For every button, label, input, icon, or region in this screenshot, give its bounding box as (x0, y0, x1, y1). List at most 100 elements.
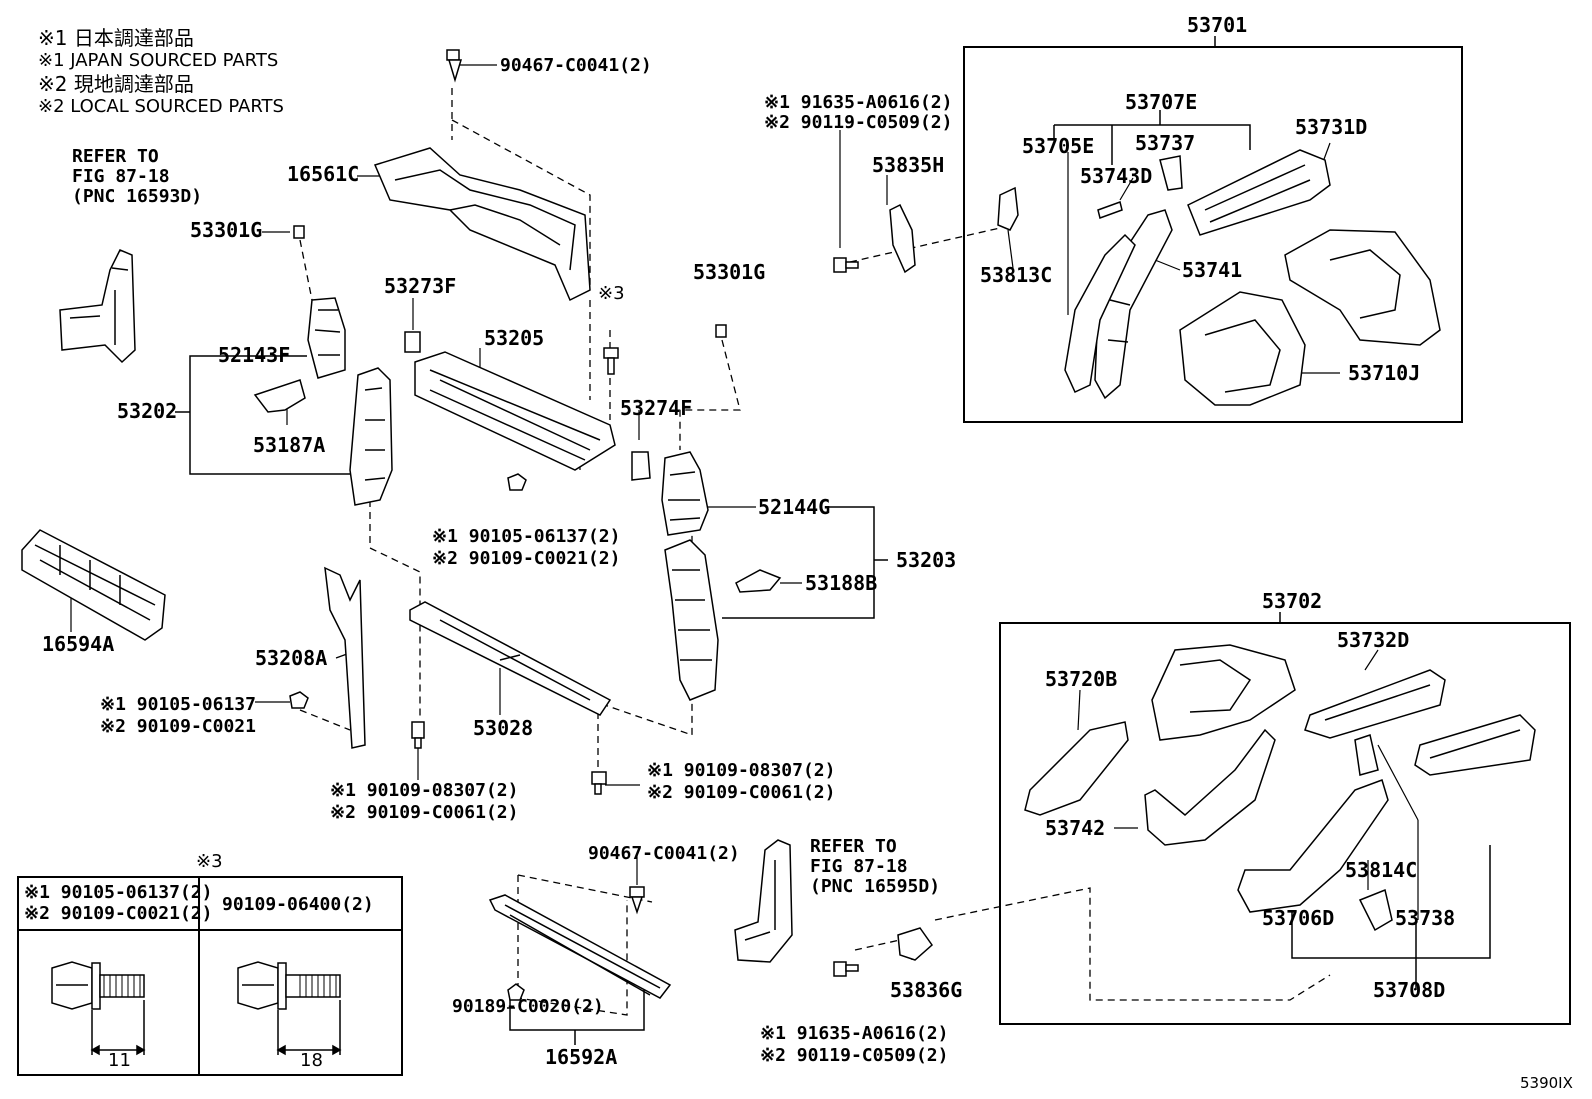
label-53705E: 53705E (1022, 134, 1095, 158)
label-53301G-right: 53301G (693, 260, 766, 284)
note-local-en: ※2 LOCAL SOURCED PARTS (38, 96, 284, 117)
part-90109-bolt-a-icon (411, 721, 425, 749)
part-53702-body-drawing (1151, 644, 1296, 741)
label-90109-left: ※2 90109-C0021 (100, 716, 256, 737)
part-53741-drawing (1064, 233, 1136, 393)
label-53274F: 53274F (620, 396, 693, 420)
part-53274F-icon (631, 451, 651, 481)
label-53814C: 53814C (1345, 858, 1418, 882)
refer-left-line2: FIG 87-18 (72, 166, 170, 187)
bolt-18-icon (237, 961, 342, 1056)
label-53732D: 53732D (1337, 628, 1410, 652)
part-refer-bottom-drawing (734, 839, 793, 963)
label-53731D: 53731D (1295, 115, 1368, 139)
part-53720B-drawing (1024, 721, 1129, 816)
bolt-table-right-part: 90109-06400(2) (222, 894, 374, 915)
part-53737-drawing (1159, 155, 1183, 191)
label-90109-c0061-a: ※2 90109-C0061(2) (330, 802, 519, 823)
label-52143F: 52143F (218, 343, 291, 367)
label-53187A: 53187A (253, 433, 326, 457)
label-53208A: 53208A (255, 646, 328, 670)
part-90105-left-bolt-icon (289, 691, 309, 709)
label-53743D: 53743D (1080, 164, 1153, 188)
part-90467-top-icon (446, 49, 463, 83)
figure-code: 5390IX (1520, 1074, 1573, 1092)
label-53702: 53702 (1262, 589, 1323, 613)
label-53202: 53202 (117, 399, 178, 423)
label-91635-top: ※1 91635-A0616(2) (764, 92, 953, 113)
refer-left-line1: REFER TO (72, 146, 159, 167)
part-53301G-left-icon (293, 225, 305, 239)
part-90189-bolt-icon (507, 983, 525, 1001)
part-90109-bolt-b-icon (591, 771, 607, 795)
part-16594A-drawing (21, 529, 166, 641)
group-box-53701 (963, 46, 1463, 423)
bolt-table (17, 876, 403, 1076)
part-53273F-icon (404, 331, 421, 353)
part-53738-drawing (1354, 714, 1536, 776)
part-91635-top-bolt-icon (833, 257, 859, 273)
label-90109-mid: ※2 90109-C0021(2) (432, 548, 621, 569)
bolt-11-icon (51, 961, 146, 1056)
group-box-53702 (999, 622, 1571, 1025)
label-star3-mid: ※3 (598, 283, 625, 304)
label-53205: 53205 (484, 326, 545, 350)
label-53737: 53737 (1135, 131, 1196, 155)
part-53836G-drawing (897, 927, 934, 961)
bolt-table-left-dim: 11 (108, 1050, 131, 1071)
label-90105-left: ※1 90105-06137 (100, 694, 256, 715)
part-53742-drawing (1144, 728, 1276, 846)
part-53202-drawing (349, 367, 393, 506)
part-53814C-drawing (1358, 888, 1393, 932)
label-53742: 53742 (1045, 816, 1106, 840)
label-91635-bottom: ※1 91635-A0616(2) (760, 1023, 949, 1044)
part-53710J-drawing (1179, 229, 1441, 406)
part-90467-bottom-icon (629, 886, 645, 915)
label-53203: 53203 (896, 548, 957, 572)
part-53813C-drawing (997, 186, 1019, 231)
refer-bottom-line2: FIG 87-18 (810, 856, 908, 877)
part-52144G-drawing (661, 451, 709, 536)
label-90119-top: ※2 90119-C0509(2) (764, 112, 953, 133)
label-53028: 53028 (473, 716, 534, 740)
label-53301G-left: 53301G (190, 218, 263, 242)
label-53835H: 53835H (872, 153, 945, 177)
label-53741: 53741 (1182, 258, 1243, 282)
note-local-jp: ※2 現地調達部品 (38, 72, 194, 96)
label-53738: 53738 (1395, 906, 1456, 930)
part-91635-bottom-bolt-icon (833, 961, 859, 977)
part-90105-mid-bolt-icon (507, 473, 527, 491)
bracket-53203 (722, 506, 888, 619)
label-53708D: 53708D (1373, 978, 1446, 1002)
label-53813C: 53813C (980, 263, 1053, 287)
label-90467-top: 90467-C0041(2) (500, 55, 652, 76)
label-53720B: 53720B (1045, 667, 1118, 691)
refer-bottom-line3: (PNC 16595D) (810, 876, 941, 897)
label-53188B: 53188B (805, 571, 878, 595)
label-90109-08307-b: ※1 90109-08307(2) (647, 760, 836, 781)
label-53273F: 53273F (384, 274, 457, 298)
label-90105-mid: ※1 90105-06137(2) (432, 526, 621, 547)
label-52144G: 52144G (758, 495, 831, 519)
label-53836G: 53836G (890, 978, 963, 1002)
part-53187A-drawing (253, 379, 306, 413)
refer-bottom-line1: REFER TO (810, 836, 897, 857)
part-16561C-drawing (373, 147, 591, 302)
bolt-table-left-line1: ※1 90105-06137(2) (24, 882, 213, 903)
label-53710J: 53710J (1348, 361, 1421, 385)
part-53028-drawing (409, 601, 612, 716)
label-16594A: 16594A (42, 632, 115, 656)
part-53731D-drawing (1187, 149, 1331, 236)
part-star3-bolt-icon (603, 347, 619, 375)
label-90467-bottom: 90467-C0041(2) (588, 843, 740, 864)
bracket-53202 (175, 355, 360, 475)
label-90109-c0061-b: ※2 90109-C0061(2) (647, 782, 836, 803)
refer-left-line3: (PNC 16593D) (72, 186, 203, 207)
part-53706D-drawing (1237, 779, 1389, 913)
bolt-table-right-dim: 18 (300, 1050, 323, 1071)
label-16592A: 16592A (545, 1045, 618, 1069)
label-90119-bottom: ※2 90119-C0509(2) (760, 1045, 949, 1066)
part-52143F-drawing (307, 297, 346, 379)
part-53208A-drawing (324, 566, 366, 749)
